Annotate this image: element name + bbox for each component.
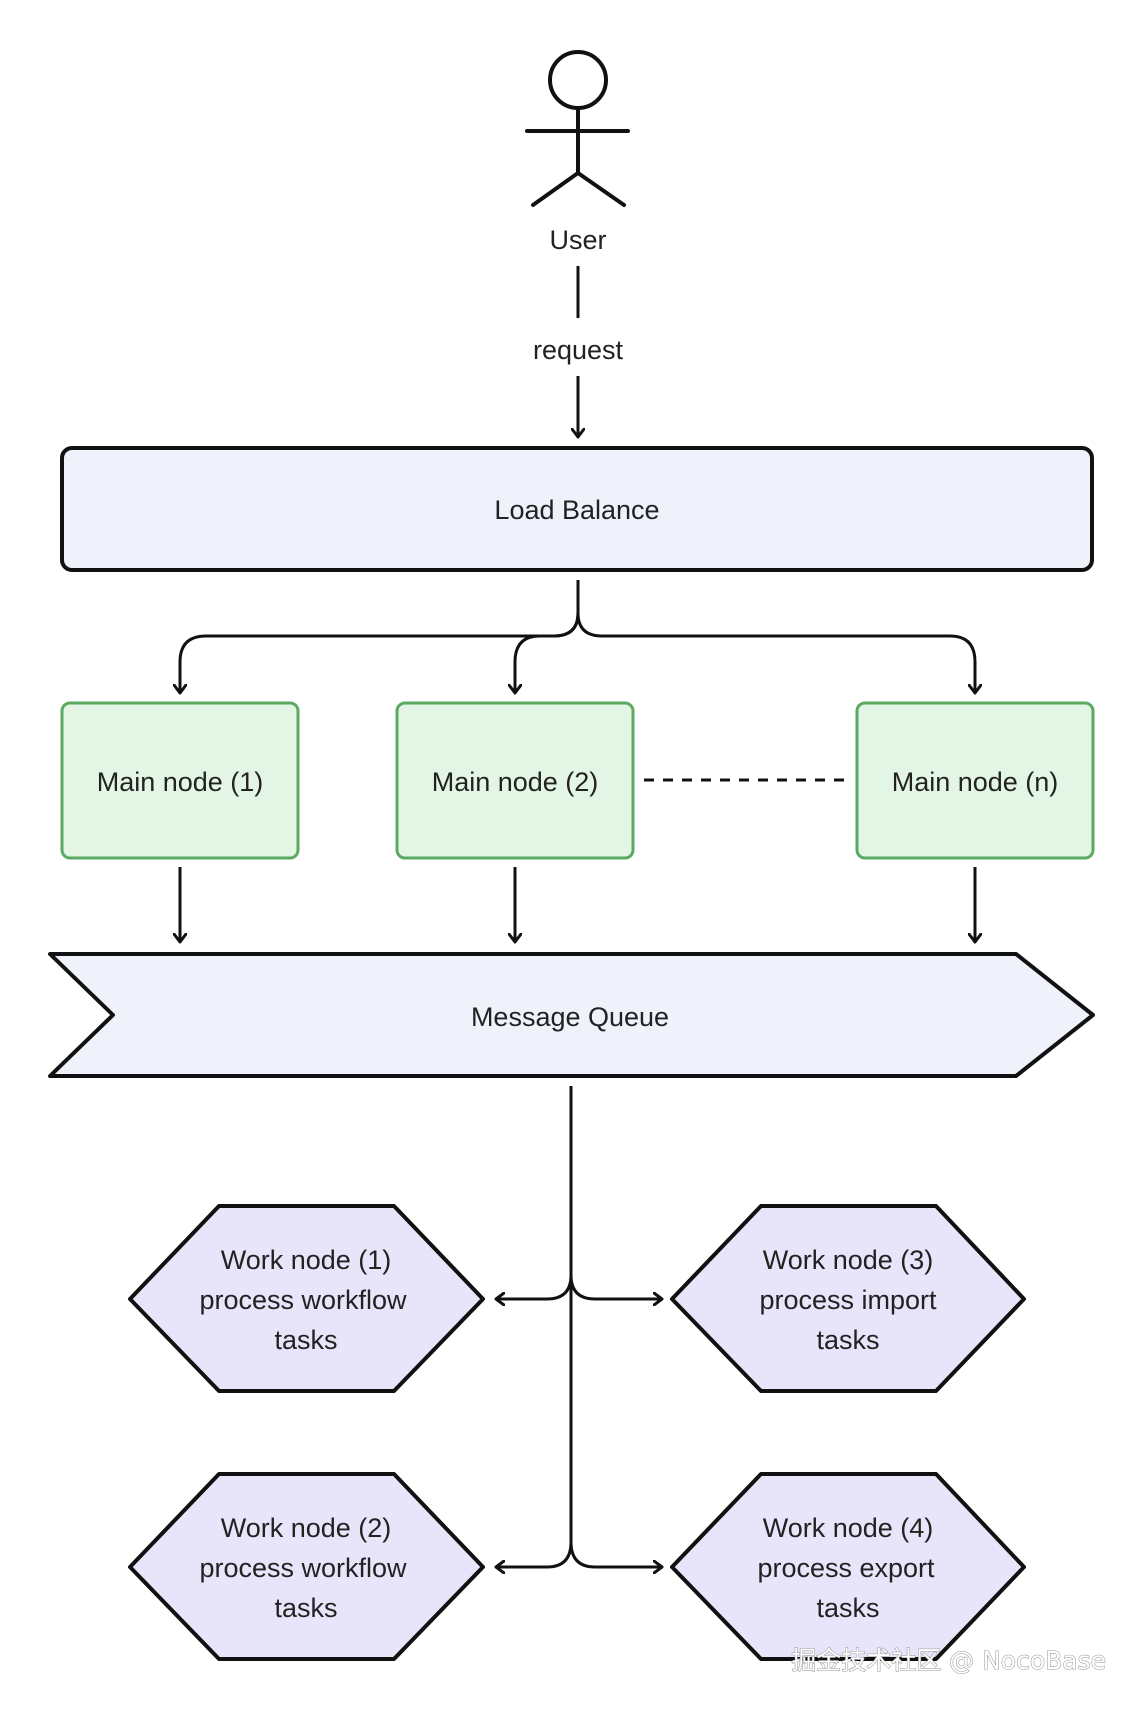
request-edge-label: request	[533, 335, 624, 365]
work-node-1: Work node (1) process workflow tasks	[128, 1204, 485, 1393]
lb-to-main-connectors	[180, 580, 975, 693]
user-actor	[525, 50, 630, 207]
work-node-4-line-3: tasks	[816, 1593, 879, 1623]
work-node-2-line-1: Work node (2)	[221, 1513, 392, 1543]
work-node-1-line-1: Work node (1)	[221, 1245, 392, 1275]
connector-to-work-4	[569, 1541, 662, 1567]
work-node-3-line-1: Work node (3)	[763, 1245, 934, 1275]
message-queue-label: Message Queue	[471, 1002, 669, 1032]
main-node-n: Main node (n)	[855, 701, 1095, 860]
work-node-2-line-3: tasks	[274, 1593, 337, 1623]
work-node-4-line-1: Work node (4)	[763, 1513, 934, 1543]
connector-to-main-n	[576, 612, 975, 693]
actor-label: User	[549, 225, 606, 255]
work-node-4-line-2: process export	[757, 1553, 935, 1583]
work-node-3-shape	[670, 1204, 1026, 1393]
work-node-3-line-2: process import	[759, 1285, 937, 1315]
connector-to-work-3	[569, 1274, 662, 1299]
work-node-3-line-3: tasks	[816, 1325, 879, 1355]
actor-right-leg	[576, 171, 626, 207]
load-balancer-box	[60, 446, 1094, 572]
main-node-2-label: Main node (2)	[432, 767, 599, 797]
connector-to-work-2	[496, 1541, 573, 1567]
connector-to-main-1	[180, 612, 580, 693]
main-node-1-box	[60, 701, 300, 860]
message-queue-shape	[48, 952, 1095, 1078]
main-to-queue-arrows	[180, 867, 975, 942]
work-node-2-shape	[128, 1472, 485, 1661]
connector-to-work-1	[496, 1274, 573, 1299]
work-node-4: Work node (4) process export tasks	[670, 1472, 1026, 1661]
main-node-n-label: Main node (n)	[892, 767, 1059, 797]
work-node-3: Work node (3) process import tasks	[670, 1204, 1026, 1393]
work-node-1-line-2: process workflow	[199, 1285, 407, 1315]
work-node-2: Work node (2) process workflow tasks	[128, 1472, 485, 1661]
work-node-4-shape	[670, 1472, 1026, 1661]
load-balancer-label: Load Balance	[494, 495, 659, 525]
work-node-2-line-2: process workflow	[199, 1553, 407, 1583]
watermark-text: 掘金技术社区 @ NocoBase	[791, 1646, 1106, 1675]
main-node-1-label: Main node (1)	[97, 767, 264, 797]
queue-to-work-connectors	[496, 1086, 662, 1567]
actor-head	[548, 50, 608, 110]
work-node-1-line-3: tasks	[274, 1325, 337, 1355]
main-node-2-box	[395, 701, 635, 860]
main-node-2: Main node (2)	[395, 701, 635, 860]
main-node-n-box	[855, 701, 1095, 860]
actor-left-leg	[531, 171, 580, 207]
main-node-1: Main node (1)	[60, 701, 300, 860]
work-node-1-shape	[128, 1204, 485, 1393]
connector-to-main-2	[515, 612, 580, 693]
